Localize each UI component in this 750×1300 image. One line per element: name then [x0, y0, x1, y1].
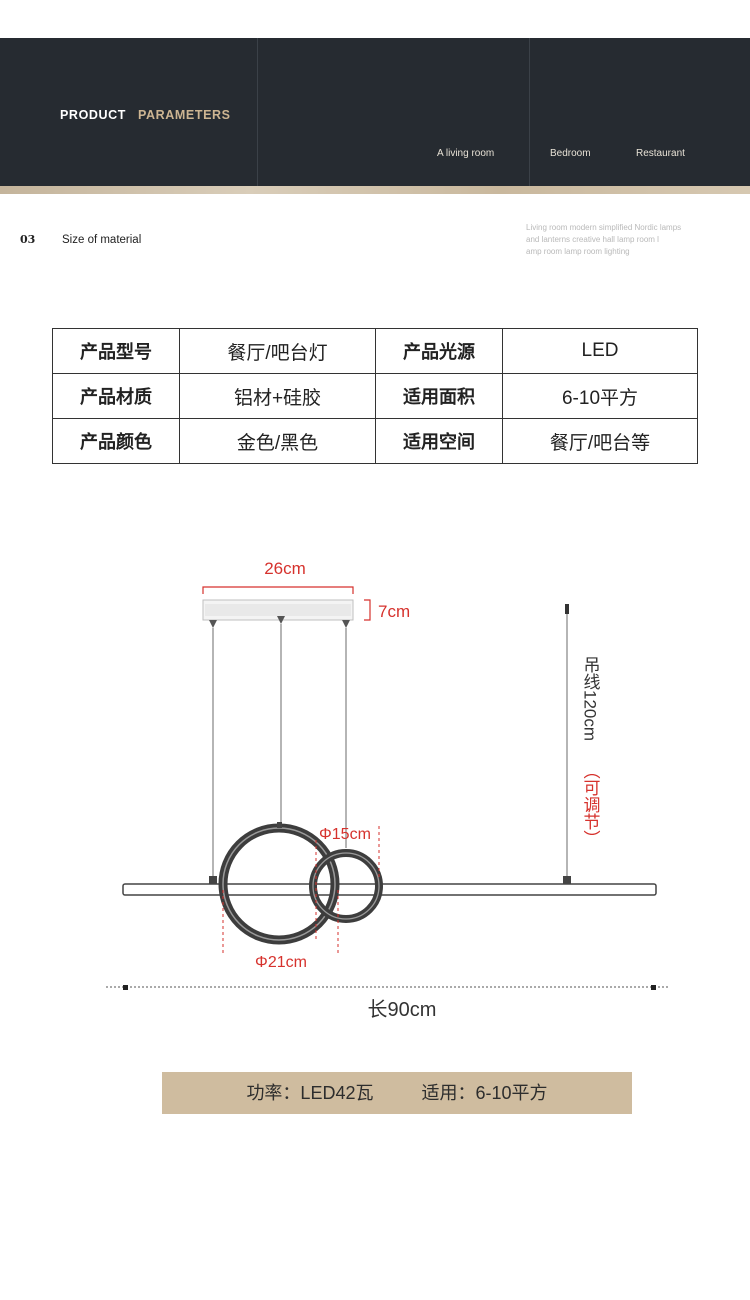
spec-key: 适用面积	[375, 373, 503, 419]
cable-clip	[342, 620, 350, 628]
cable-clip	[209, 620, 217, 628]
spec-value: LED	[502, 328, 698, 374]
canopy-texture	[205, 604, 351, 616]
total-length-label: 长90cm	[368, 998, 437, 1021]
spec-key: 产品材质	[52, 373, 180, 419]
spec-value: 金色/黑色	[179, 418, 376, 464]
section-description-line: Living room modern simplified Nordic lam…	[526, 223, 682, 232]
section-description: Living room modern simplified Nordic lam…	[526, 222, 726, 258]
canopy-height-bracket	[364, 599, 371, 621]
spec-value: 6-10平方	[502, 373, 698, 419]
room-bedroom: Bedroom	[550, 148, 591, 159]
header-parameters-label: PARAMETERS	[138, 108, 231, 122]
canopy-width-label: 26cm	[264, 559, 306, 578]
small-ring-highlight	[312, 852, 380, 920]
cable-length-label: 吊线120cm	[581, 656, 601, 741]
power-info-text: 功率：LED42瓦 适用：6-10平方	[162, 1072, 632, 1114]
adjustable-label: （可调节）	[581, 762, 601, 847]
large-ring-label: Φ21cm	[255, 954, 307, 971]
table-row: 产品型号 餐厅/吧台灯 产品光源 LED	[52, 328, 698, 374]
bar-joint	[563, 876, 571, 884]
section-description-line: amp room lamp room lighting	[526, 247, 630, 256]
bar-joint	[209, 876, 217, 884]
table-row: 产品材质 铝材+硅胶 适用面积 6-10平方	[52, 373, 698, 419]
applicable-area-label: 适用：6-10平方	[421, 1083, 548, 1103]
section-description-line: and lanterns creative hall lamp room l	[526, 235, 659, 244]
section-number: 03	[20, 233, 36, 246]
canopy-height-label: 7cm	[378, 602, 410, 621]
spec-table: 产品型号 餐厅/吧台灯 产品光源 LED 产品材质 铝材+硅胶 适用面积 6-1…	[52, 328, 698, 464]
header-divider	[257, 38, 258, 186]
spec-key: 适用空间	[375, 418, 503, 464]
spec-value: 铝材+硅胶	[179, 373, 376, 419]
total-length-endpoint	[123, 985, 128, 990]
power-label: 功率：LED42瓦	[246, 1083, 374, 1103]
room-living: A living room	[437, 148, 495, 159]
wire-end-cap	[565, 604, 569, 614]
canopy-width-bracket	[202, 586, 354, 594]
power-info-band	[162, 1072, 632, 1114]
header-divider	[529, 38, 530, 186]
header-gold-strip	[0, 186, 750, 194]
room-restaurant: Restaurant	[636, 148, 685, 159]
spec-value: 餐厅/吧台灯	[179, 328, 376, 374]
spec-value: 餐厅/吧台等	[502, 418, 698, 464]
spec-key: 产品颜色	[52, 418, 180, 464]
lamp-dimension-diagram: 26cm 7cm Φ15cm Φ21cm 吊线120cm （可调节） 长90cm	[106, 559, 670, 1021]
section-title: Size of material	[62, 234, 142, 246]
header-banner	[0, 38, 750, 186]
total-length-endpoint	[651, 985, 656, 990]
spec-key: 产品型号	[52, 328, 180, 374]
header-product-label: PRODUCT	[60, 108, 127, 122]
lamp-bar	[122, 883, 657, 896]
spec-key: 产品光源	[375, 328, 503, 374]
small-ring-label: Φ15cm	[319, 826, 371, 843]
ring-clip	[277, 822, 282, 828]
table-row: 产品颜色 金色/黑色 适用空间 餐厅/吧台等	[52, 418, 698, 464]
cable-clip	[277, 616, 285, 624]
